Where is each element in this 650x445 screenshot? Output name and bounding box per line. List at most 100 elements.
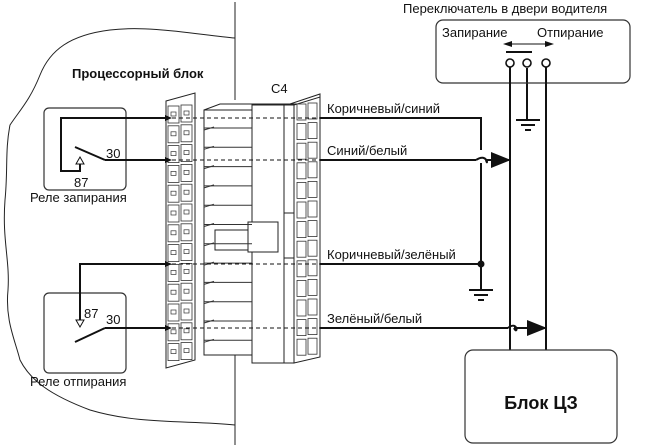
processor-block-outline — [3, 2, 236, 445]
connector-slot-latch — [203, 319, 215, 324]
pin-terminal — [170, 151, 177, 156]
pin-terminal — [183, 170, 190, 175]
connector-cell — [296, 103, 307, 121]
pin-cell — [167, 145, 180, 164]
unlock-relay-87-arrow — [75, 319, 85, 329]
pin-terminal — [170, 349, 177, 354]
pin-cell — [167, 323, 180, 342]
connector-cell — [307, 161, 318, 179]
ground-icon — [469, 289, 493, 301]
wire-brown-blue: Коричневый/синий — [165, 101, 482, 262]
connector-slot-latch — [203, 184, 215, 189]
pin-terminal — [170, 111, 177, 117]
wire-blue-white: Синий/белый — [165, 143, 511, 168]
connector-label: C4 — [271, 81, 288, 96]
connector-cell — [307, 122, 318, 139]
connector-cell — [296, 260, 307, 278]
switch-lock-label: Запирание — [442, 25, 508, 40]
pin-cell — [180, 163, 193, 182]
pin-terminal — [183, 308, 190, 314]
pin-cell — [180, 183, 193, 202]
lock-relay-87-arrow — [75, 155, 85, 165]
pin-terminal — [170, 210, 177, 216]
connector-slot-latch — [203, 165, 215, 170]
pin-cell — [180, 223, 193, 242]
pin-cell — [180, 282, 193, 301]
pin-terminal — [170, 250, 177, 255]
pin-terminal — [183, 229, 190, 235]
ground-icon — [516, 68, 540, 131]
connector-slot-latch — [203, 203, 215, 208]
wire-label-brown-green: Коричневый/зелёный — [327, 247, 456, 262]
pin-cell — [167, 184, 180, 203]
pin-terminal — [183, 110, 190, 116]
connector-slot-latch — [203, 126, 215, 131]
central-lock-unit-label: Блок ЦЗ — [504, 393, 578, 413]
lock-relay-label: Реле запирания — [30, 190, 127, 205]
pin-cell — [180, 124, 193, 143]
pin-terminal — [183, 130, 190, 136]
connector-cell — [296, 123, 307, 140]
connector-cell — [307, 220, 318, 238]
connector-cell — [296, 162, 307, 180]
connector-cell — [296, 181, 307, 199]
connector-cell — [296, 201, 307, 219]
pin-cell — [167, 125, 180, 144]
unlock-relay-87-wire — [79, 263, 165, 320]
central-lock-unit: Блок ЦЗ — [464, 349, 618, 444]
connector-slot-latch — [203, 280, 215, 285]
connector-slot-latch — [203, 242, 215, 247]
pin-terminal — [183, 249, 190, 254]
driver-door-switch: Переключатель в двери водителя Запирание… — [403, 1, 631, 84]
unlock-relay-switch-contact — [74, 327, 106, 343]
pin-cell — [167, 244, 180, 263]
pin-cell — [180, 203, 193, 222]
pin-terminal — [170, 270, 177, 275]
pin-cell — [180, 243, 193, 262]
pin-terminal — [170, 329, 177, 335]
switch-title: Переключатель в двери водителя — [403, 1, 607, 16]
switch-box — [435, 19, 631, 84]
connector-cell — [307, 180, 318, 198]
connector-slot-latch — [203, 223, 215, 227]
central-lock-unit-box — [464, 349, 618, 444]
connector-cell — [307, 278, 318, 296]
pin-terminal — [183, 288, 190, 294]
pin-cell — [180, 144, 193, 163]
connector-cell — [307, 337, 318, 355]
connector-cell — [307, 318, 318, 336]
pin-terminal — [183, 209, 190, 215]
lock-relay-pin-30: 30 — [106, 146, 120, 161]
connector-cell — [307, 141, 318, 159]
pin-cell — [180, 322, 193, 341]
pin-terminal — [183, 269, 190, 274]
unlock-relay-pin-87: 87 — [84, 306, 98, 321]
pin-cell — [180, 342, 193, 361]
switch-terminal-unlock — [541, 58, 551, 68]
pin-cell — [180, 262, 193, 281]
pin-cell — [167, 164, 180, 183]
connector-cell — [307, 200, 318, 218]
lock-relay: 30 87 Реле запирания — [30, 107, 165, 205]
connector-cell — [307, 102, 318, 120]
connector-slot-latch — [203, 300, 215, 305]
pin-cell — [167, 204, 180, 223]
connector-cell — [296, 338, 307, 356]
pin-terminal — [170, 309, 177, 315]
connector-slot-latch — [203, 145, 215, 150]
pin-terminal — [183, 348, 190, 353]
switch-terminal-ground — [522, 58, 532, 68]
pin-cell — [167, 263, 180, 282]
connector-cell — [296, 279, 307, 297]
pin-terminal — [170, 230, 177, 236]
processor-block-label: Процессорный блок — [72, 66, 204, 81]
wire-green-white: Зелёный/белый — [165, 311, 547, 336]
pin-terminal — [170, 289, 177, 295]
pin-cell — [167, 343, 180, 362]
lock-relay-box — [43, 107, 127, 191]
unlock-relay-label: Реле отпирания — [30, 374, 126, 389]
pin-cell — [180, 302, 193, 321]
unlock-relay-box — [43, 292, 127, 374]
pin-terminal — [183, 189, 190, 195]
